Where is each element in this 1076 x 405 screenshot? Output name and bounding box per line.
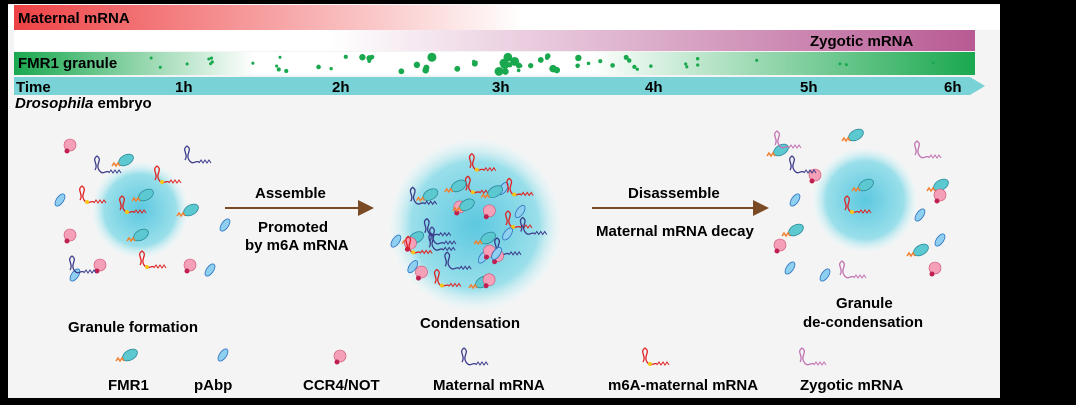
- granule-dot: [696, 63, 700, 67]
- granule-dot: [500, 60, 510, 70]
- granule-dot: [695, 56, 700, 61]
- granule-dot: [474, 60, 478, 64]
- granule-dot: [518, 64, 523, 68]
- legend-pabp: pAbp: [194, 377, 232, 394]
- granule-dot: [553, 66, 561, 74]
- granule-dot: [623, 54, 629, 60]
- granule-dot: [149, 56, 153, 60]
- granule-dot: [158, 65, 162, 69]
- granule-dot: [598, 59, 603, 64]
- tick-4h: 4h: [645, 79, 663, 96]
- granule-dot: [586, 61, 591, 66]
- maternal-mrna-label: Maternal mRNA: [18, 10, 130, 27]
- granule-dot: [516, 68, 521, 73]
- tick-1h: 1h: [175, 79, 193, 96]
- granule-dot: [537, 56, 544, 63]
- legend-ccr4-not: CCR4/NOT: [303, 377, 380, 394]
- granule-dot: [423, 64, 430, 71]
- granule-dot: [649, 64, 653, 68]
- granule-dot: [494, 66, 504, 76]
- granule-dot: [427, 52, 437, 62]
- assemble-label: Assemble: [255, 185, 326, 202]
- stage-decondensation-1: Granule: [836, 295, 893, 312]
- zygotic-mrna-label: Zygotic mRNA: [810, 33, 914, 50]
- granule-dot: [684, 62, 688, 66]
- decondensation-blob: [813, 148, 917, 252]
- tick-3h: 3h: [492, 79, 510, 96]
- legend-fmr1-icon: [115, 345, 141, 365]
- condensation-blob: [390, 140, 560, 310]
- legend-pabp-icon: [215, 346, 231, 364]
- granule-dot: [185, 62, 189, 66]
- granule-dot: [251, 61, 255, 65]
- granule-dot: [276, 67, 281, 72]
- granule-dot: [284, 68, 289, 74]
- granule-dot: [278, 55, 282, 59]
- tick-6h: 6h: [944, 79, 962, 96]
- granule-dot: [210, 60, 214, 64]
- granule-dot: [575, 63, 580, 69]
- granule-dot: [635, 67, 639, 71]
- granule-dot: [755, 58, 759, 62]
- stage-granule-formation: Granule formation: [68, 319, 198, 336]
- granule-dot: [545, 53, 551, 59]
- granule-dot: [366, 55, 373, 62]
- legend-zygotic-mrna: Zygotic mRNA: [800, 377, 904, 394]
- granule-dot: [626, 58, 632, 63]
- zygotic-mrna-bar: [14, 30, 975, 51]
- legend-zygotic-mrna-icon: [799, 347, 827, 366]
- tick-5h: 5h: [800, 79, 818, 96]
- legend-fmr1: FMR1: [108, 377, 149, 394]
- granule-dot: [575, 54, 582, 62]
- granule-dot: [413, 61, 421, 69]
- time-label: Time: [16, 79, 51, 96]
- granule-dot: [343, 54, 348, 59]
- promoted-label-1: Promoted: [258, 219, 328, 236]
- granule-dot: [510, 56, 520, 66]
- granule-dots: [149, 52, 935, 76]
- granule-dot: [275, 64, 279, 68]
- granule-dot: [511, 61, 516, 65]
- granule-dot: [610, 63, 615, 68]
- granule-dot: [209, 56, 214, 60]
- organism-label: Drosophila embryo: [15, 95, 152, 112]
- time-arrow: [14, 77, 985, 95]
- fmr1-granule-bar: [14, 52, 975, 75]
- fmr1-granule-label: FMR1 granule: [18, 55, 117, 72]
- legend-m6a-mrna-icon: [642, 347, 670, 367]
- stage-decondensation-2: de-condensation: [803, 314, 923, 331]
- promoted-label-2: by m6A mRNA: [245, 237, 349, 254]
- legend: FMR1 pAbp CCR4/NOT Maternal mRNA m6A-mat…: [108, 345, 904, 394]
- legend-ccr4-icon: [333, 349, 347, 365]
- granule-dot: [454, 65, 461, 72]
- granule-dot: [685, 65, 689, 69]
- granule-dot: [316, 64, 321, 70]
- granule-dot: [838, 62, 842, 66]
- legend-maternal-mrna: Maternal mRNA: [433, 377, 545, 394]
- granule-dot: [502, 68, 509, 75]
- maternal-mrna-bar: [14, 5, 994, 30]
- tick-2h: 2h: [332, 79, 350, 96]
- legend-maternal-mrna-icon: [461, 347, 489, 366]
- legend-m6a-maternal-mrna: m6A-maternal mRNA: [608, 377, 758, 394]
- granule-dot: [329, 66, 333, 71]
- granule-dot: [931, 61, 935, 65]
- stage-condensation: Condensation: [420, 315, 520, 332]
- decay-label: Maternal mRNA decay: [596, 223, 754, 240]
- granule-dot: [632, 64, 637, 70]
- granule-dot: [207, 57, 211, 61]
- granule-dot: [528, 62, 534, 69]
- granule-dot: [844, 63, 848, 67]
- disassemble-label: Disassemble: [628, 185, 720, 202]
- granule-dot: [359, 54, 366, 61]
- granule-dot: [398, 68, 405, 75]
